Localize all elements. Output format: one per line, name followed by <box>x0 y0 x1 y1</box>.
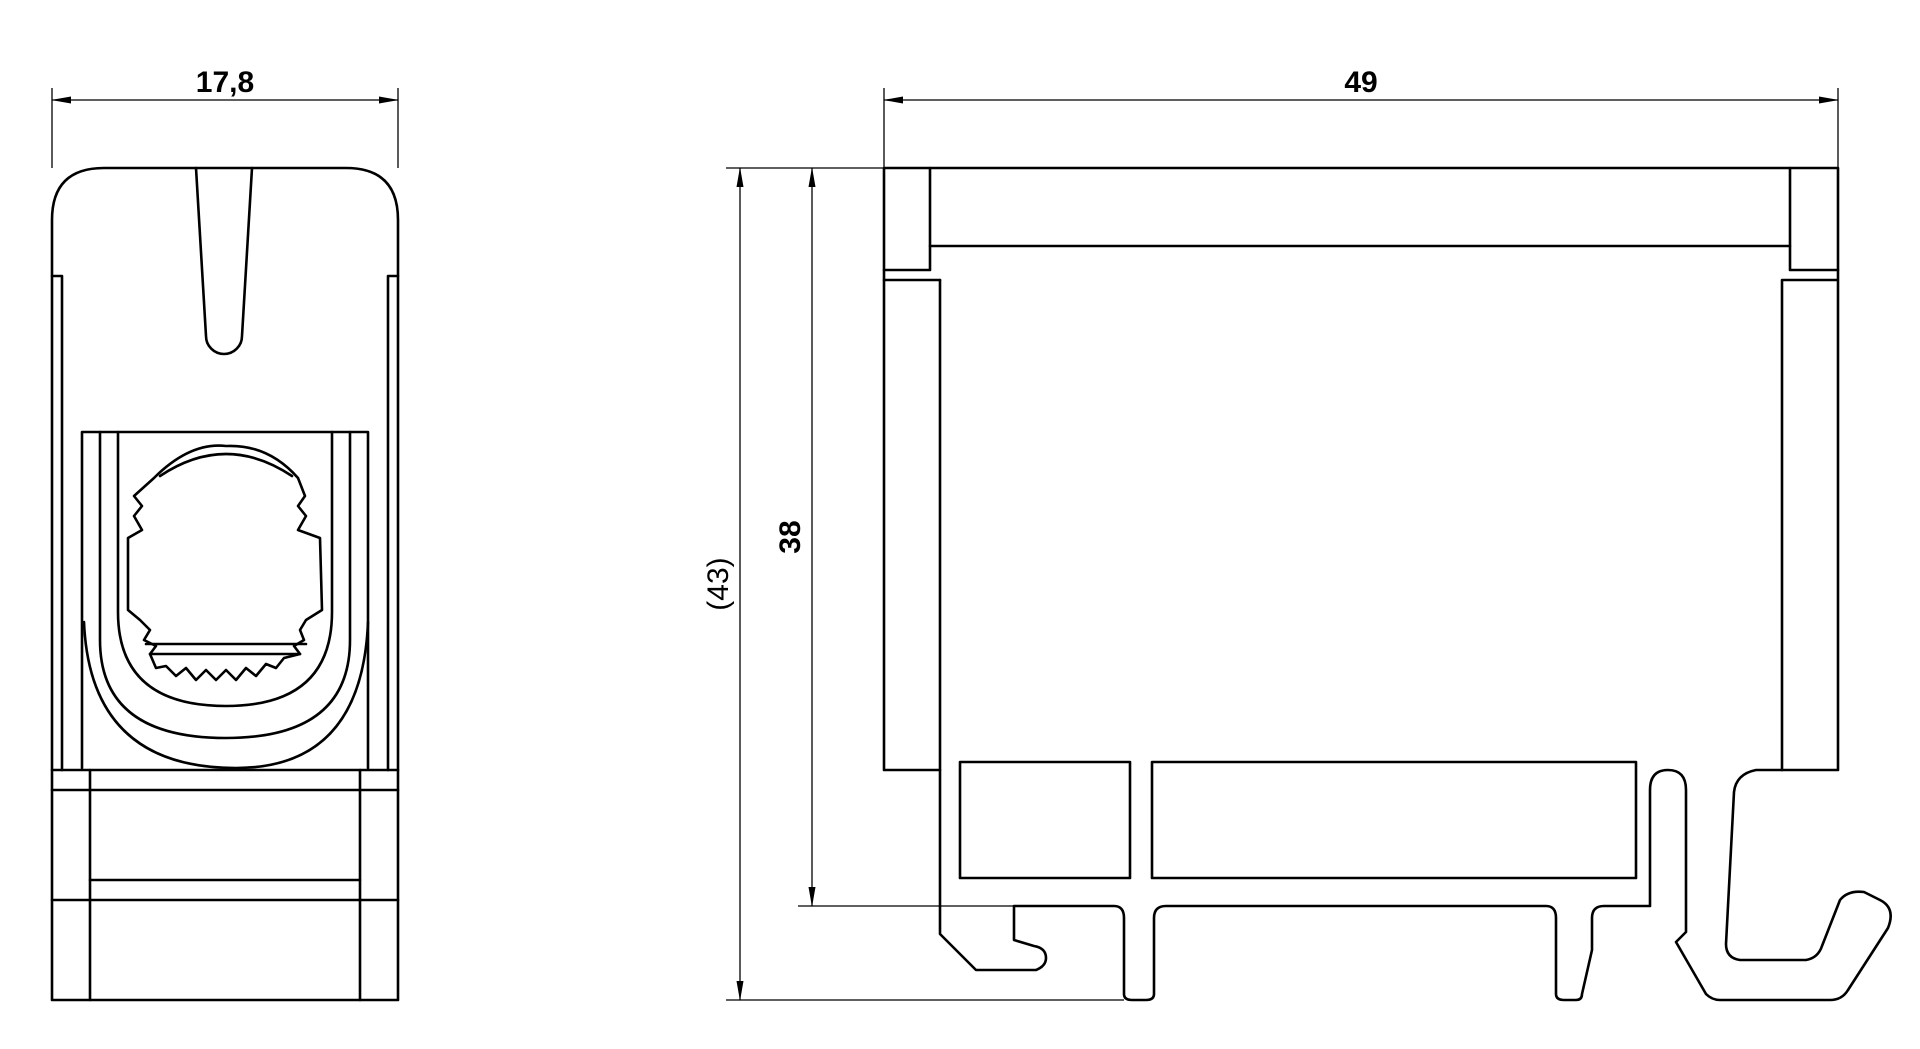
side-box-right <box>1150 760 1638 880</box>
side-housing-top <box>882 166 1840 272</box>
front-top-slot <box>194 166 254 356</box>
front-u-clamp-outer-ring <box>98 430 352 740</box>
front-lower-band <box>50 768 400 792</box>
front-left-rail <box>50 274 64 772</box>
front-u-clamp-inner-ring <box>116 430 334 708</box>
height-rail-label: 38 <box>774 520 807 553</box>
height-total-label: (43) <box>702 557 735 610</box>
side-foot-profile <box>938 768 1892 1002</box>
front-lower-block <box>88 768 362 1002</box>
side-left-wall <box>882 268 942 772</box>
height-rail-dimension: 38 <box>774 167 1014 907</box>
side-right-wall <box>1780 268 1840 772</box>
front-right-rail <box>386 274 400 772</box>
front-clamp-window <box>80 430 370 770</box>
side-box-left <box>958 760 1132 880</box>
front-width-label: 17,8 <box>196 66 254 99</box>
front-lower-divider <box>50 878 400 902</box>
front-view <box>50 166 400 1002</box>
side-top-cover <box>928 166 1792 248</box>
height-total-dimension: (43) <box>702 167 1124 1001</box>
front-width-dimension: 17,8 <box>51 66 399 168</box>
front-conductor-opening <box>126 444 324 682</box>
side-width-label: 49 <box>1344 66 1377 99</box>
front-conductor-arc <box>158 452 294 478</box>
front-conductor-plate <box>144 642 308 656</box>
side-width-dimension: 49 <box>883 66 1839 168</box>
front-housing-outline <box>50 166 400 1002</box>
front-u-clamp-outer <box>82 620 370 770</box>
side-view <box>882 166 1892 1002</box>
